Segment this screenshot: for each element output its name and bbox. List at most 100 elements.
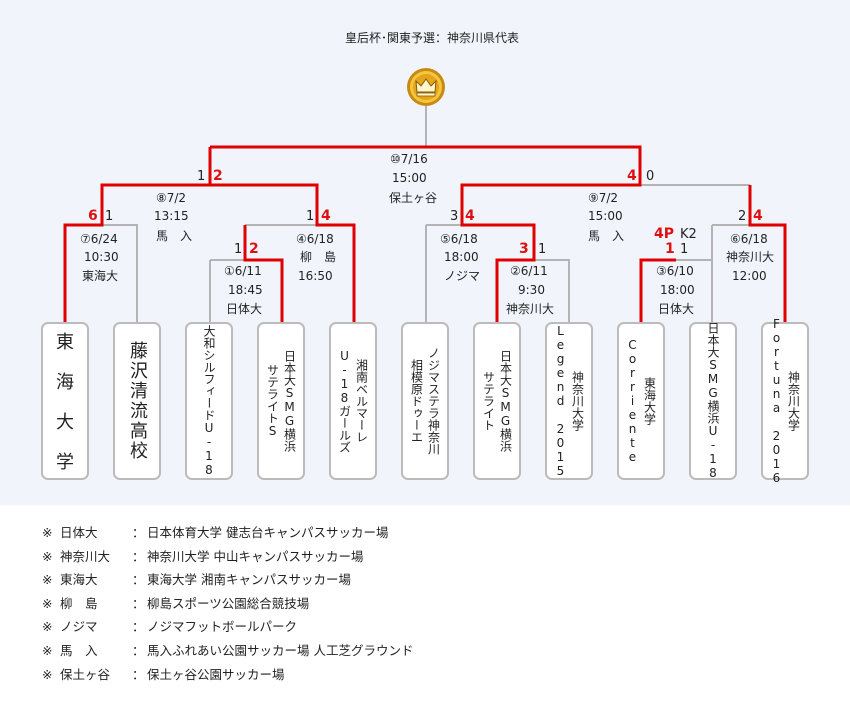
m2-time: 9:30 bbox=[518, 283, 545, 297]
m9-venue: 馬 入 bbox=[588, 229, 624, 243]
note-colon: ： bbox=[132, 548, 145, 564]
m7-time: 10:30 bbox=[84, 250, 119, 264]
m1-venue: 日体大 bbox=[226, 302, 262, 316]
team-name-line: 大和シルフィードU-18 bbox=[202, 325, 216, 477]
note-mark: ※ bbox=[42, 642, 53, 658]
m4-venue: 柳 島 bbox=[300, 249, 336, 264]
team-name-line: サテライトS bbox=[265, 364, 280, 438]
note-key: 日体大 bbox=[60, 525, 98, 540]
m8-venue: 馬 入 bbox=[156, 229, 192, 243]
m1-time: 18:45 bbox=[228, 283, 263, 297]
team-name-line: 日本大SMG横浜 bbox=[282, 350, 297, 452]
m4-score-right: 4 bbox=[321, 208, 331, 224]
team-box-8[interactable]: 神奈川大学 Legend 2015 bbox=[545, 322, 593, 480]
m5-time: 18:00 bbox=[444, 250, 479, 264]
m4-time: 16:50 bbox=[298, 269, 333, 283]
team-name-line: サテライト bbox=[481, 371, 496, 431]
team-name-line: 相模原ドゥーエ bbox=[409, 359, 424, 443]
team-name-line: U-18ガールズ bbox=[337, 349, 352, 453]
m3-venue: 日体大 bbox=[658, 302, 694, 316]
note-key: 神奈川大 bbox=[60, 548, 111, 564]
note-colon: ： bbox=[132, 595, 145, 611]
m2-venue: 神奈川大 bbox=[506, 302, 554, 316]
m4-score-left: 1 bbox=[306, 209, 314, 224]
m10-score-right2: 0 bbox=[646, 169, 654, 184]
m3-pk-left: 4P bbox=[654, 226, 674, 242]
team-name-line: Legend 2015 bbox=[553, 324, 568, 478]
m5-score-left: 3 bbox=[450, 209, 458, 224]
note-key: 柳 島 bbox=[60, 595, 98, 611]
m1-score-right: 2 bbox=[249, 241, 259, 257]
note-key: 馬 入 bbox=[60, 642, 98, 658]
venue-note: ※ 馬 入 ：馬入ふれあい公園サッカー場 人工芝グラウンド bbox=[42, 639, 413, 663]
note-mark: ※ bbox=[42, 666, 53, 682]
note-value: 日本体育大学 健志台キャンパスサッカー場 bbox=[147, 525, 389, 540]
note-mark: ※ bbox=[42, 572, 53, 588]
m2-score-left: 3 bbox=[519, 241, 529, 257]
team-box-3[interactable]: 大和シルフィードU-18 bbox=[185, 322, 233, 480]
team-box-11[interactable]: 神奈川大学 Fortuna 2016 bbox=[761, 317, 809, 485]
note-colon: ： bbox=[132, 642, 145, 658]
note-mark: ※ bbox=[42, 619, 53, 635]
note-colon: ： bbox=[132, 666, 145, 682]
team-box-10[interactable]: 日本大SMG横浜U-18 bbox=[689, 322, 737, 480]
winner-paths bbox=[63, 145, 787, 322]
m6-time: 12:00 bbox=[732, 269, 767, 283]
note-colon: ： bbox=[132, 572, 145, 588]
note-value: 東海大学 湘南キャンパスサッカー場 bbox=[147, 572, 351, 588]
tournament-bracket: 皇后杯･関東予選：神奈川県代表 bbox=[63, 31, 787, 322]
team-name-line: 神奈川大学 bbox=[570, 371, 585, 431]
venue-note: ※ノジマ：ノジマフットボールパーク bbox=[42, 615, 413, 639]
note-value: 柳島スポーツ公園総合競技場 bbox=[147, 595, 310, 611]
note-value: 神奈川大学 中山キャンパスサッカー場 bbox=[147, 548, 364, 564]
m8-date: ⑧7/2 bbox=[156, 191, 186, 205]
note-mark: ※ bbox=[42, 548, 53, 564]
team-box-2[interactable]: 藤沢清流高校 bbox=[113, 322, 161, 480]
venue-note: ※日体大：日本体育大学 健志台キャンパスサッカー場 bbox=[42, 521, 413, 545]
m10-score-left: 1 bbox=[197, 169, 205, 184]
m10-score-left2: 4 bbox=[627, 168, 637, 184]
m1-score-left: 1 bbox=[234, 242, 242, 257]
m10-time: 15:00 bbox=[392, 171, 427, 185]
note-value: 保土ヶ谷公園サッカー場 bbox=[147, 666, 285, 682]
crown-trophy-icon bbox=[407, 68, 445, 106]
team-box-1[interactable]: 東海大学 bbox=[41, 322, 89, 480]
page-title: 皇后杯･関東予選：神奈川県代表 bbox=[345, 31, 519, 45]
team-box-5[interactable]: 湘南ベルマーレ U-18ガールズ bbox=[329, 322, 377, 480]
team-name-line: Corriente bbox=[625, 338, 640, 464]
m8-time: 13:15 bbox=[154, 209, 189, 223]
m3-time: 18:00 bbox=[660, 283, 695, 297]
m5-date: ⑤6/18 bbox=[440, 232, 478, 246]
team-box-7[interactable]: 日本大SMG横浜 サテライト bbox=[473, 322, 521, 480]
team-name-line: 湘南ベルマーレ bbox=[354, 359, 369, 443]
team-box-9[interactable]: 東海大学 Corriente bbox=[617, 322, 665, 480]
m3-pk-right: K2 bbox=[680, 227, 697, 242]
team-box-4[interactable]: 日本大SMG横浜 サテライトS bbox=[257, 322, 305, 480]
m2-date: ②6/11 bbox=[510, 264, 548, 278]
team-box-6[interactable]: ノジマステラ神奈川 相模原ドゥーエ bbox=[401, 322, 449, 480]
team-name-line: 藤沢清流高校 bbox=[127, 341, 148, 461]
m9-time: 15:00 bbox=[588, 209, 623, 223]
m9-date: ⑨7/2 bbox=[588, 191, 618, 205]
m10-date: ⑩7/16 bbox=[390, 152, 428, 166]
note-value: 馬入ふれあい公園サッカー場 人工芝グラウンド bbox=[147, 642, 414, 658]
team-name-line: 東海大学 bbox=[642, 377, 657, 425]
note-key: 保土ヶ谷 bbox=[60, 666, 111, 682]
team-name-char: 東 bbox=[56, 332, 74, 353]
m5-venue: ノジマ bbox=[444, 269, 480, 283]
m7-score-right: 1 bbox=[105, 209, 113, 224]
note-key: 東海大 bbox=[60, 572, 98, 588]
m5-score-right: 4 bbox=[465, 208, 475, 224]
m1-date: ①6/11 bbox=[224, 264, 262, 278]
m10-venue: 保土ヶ谷 bbox=[389, 191, 437, 205]
m6-venue: 神奈川大 bbox=[726, 250, 774, 264]
m3-score-right: 1 bbox=[680, 242, 688, 257]
m6-score-left: 2 bbox=[738, 209, 746, 224]
team-name-char: 海 bbox=[56, 372, 74, 393]
team-name-char: 学 bbox=[56, 452, 74, 473]
m4-date: ④6/18 bbox=[296, 232, 334, 246]
m7-venue: 東海大 bbox=[82, 268, 118, 283]
venue-note: ※柳 島：柳島スポーツ公園総合競技場 bbox=[42, 592, 413, 616]
team-name-char: 大 bbox=[56, 412, 74, 433]
m6-date: ⑥6/18 bbox=[730, 232, 768, 246]
